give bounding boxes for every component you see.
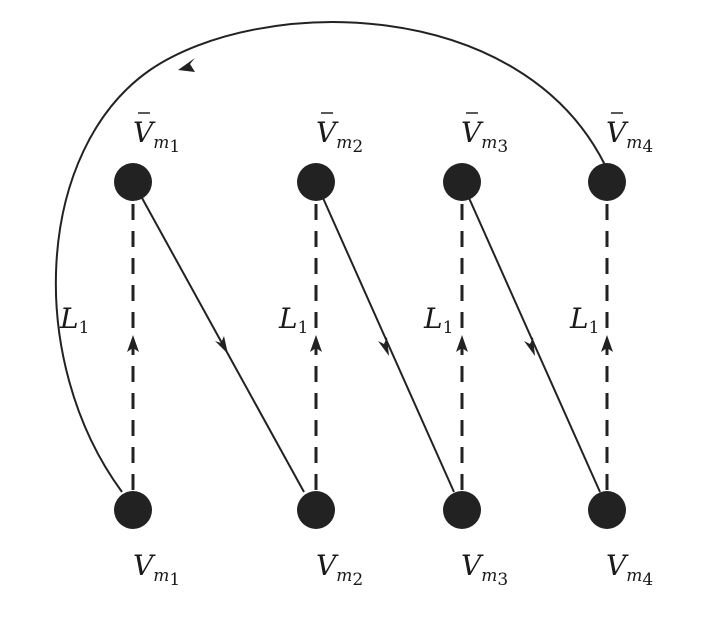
top-labels: Vm1 Vm2 Vm3 Vm4 [133, 112, 653, 157]
svg-text:Vm4: Vm4 [606, 116, 653, 157]
diagonal-edge-3 [468, 197, 601, 493]
label-v-m1: Vm1 [133, 549, 180, 590]
down-arrow-icon-2 [378, 337, 389, 356]
svg-text:Vm2: Vm2 [316, 116, 363, 157]
up-arrow-icon-2 [310, 335, 322, 352]
label-v-m2: Vm2 [316, 549, 363, 590]
diagonal-edge-2 [322, 197, 455, 493]
node-v-m4 [588, 491, 626, 529]
svg-text:Vm3: Vm3 [461, 116, 508, 157]
label-vbar-m1: Vm1 [133, 112, 180, 157]
down-arrow-icon-3 [524, 337, 535, 356]
edge-label-1: L1 [59, 302, 89, 338]
node-vbar-m3 [443, 163, 481, 201]
edge-label-4: L1 [569, 302, 599, 338]
label-vbar-m2: Vm2 [316, 112, 363, 157]
return-arc-edge [54, 21, 606, 493]
node-v-m2 [297, 491, 335, 529]
up-arrow-icon-4 [601, 335, 613, 352]
up-arrowheads [127, 335, 613, 352]
node-v-m3 [443, 491, 481, 529]
edge-labels: L1 L1 L1 L1 [59, 302, 599, 338]
edge-label-3: L1 [423, 302, 453, 338]
up-arrow-icon-3 [456, 335, 468, 352]
node-vbar-m1 [114, 163, 152, 201]
node-vbar-m4 [588, 163, 626, 201]
node-v-m1 [114, 491, 152, 529]
down-arrowheads [215, 336, 535, 356]
bottom-nodes [114, 491, 626, 529]
top-nodes [114, 163, 626, 201]
dashed-edges [131, 200, 609, 490]
down-arrow-icon-1 [215, 336, 228, 354]
bottom-labels: Vm1 Vm2 Vm3 Vm4 [133, 549, 653, 590]
label-v-m4: Vm4 [606, 549, 653, 590]
return-arc-arrow-icon [178, 58, 195, 72]
label-v-m3: Vm3 [461, 549, 508, 590]
label-vbar-m3: Vm3 [461, 112, 508, 157]
edge-label-2: L1 [278, 302, 308, 338]
svg-text:Vm1: Vm1 [133, 116, 180, 157]
label-vbar-m4: Vm4 [606, 112, 653, 157]
up-arrow-icon-1 [127, 335, 139, 352]
node-vbar-m2 [297, 163, 335, 201]
